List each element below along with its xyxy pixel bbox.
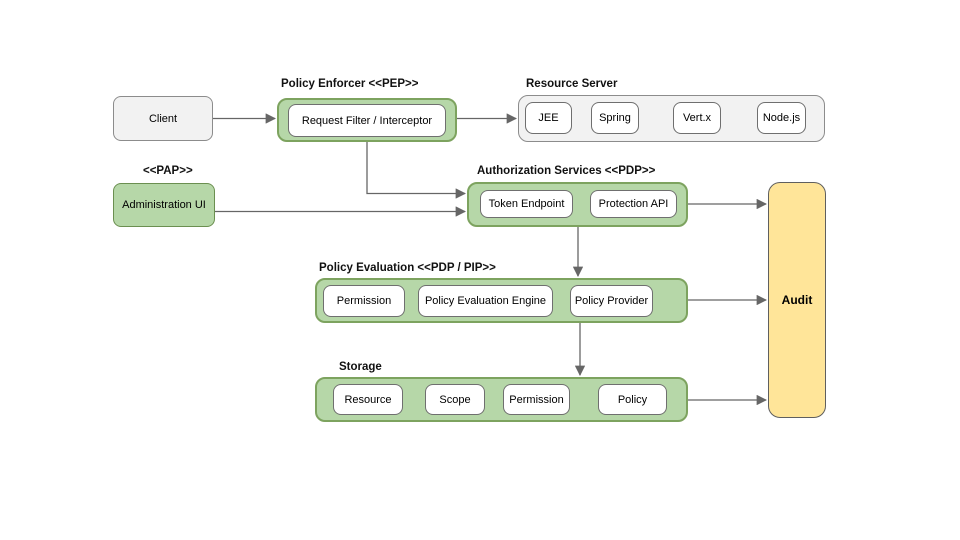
node-request-filter: Request Filter / Interceptor xyxy=(288,104,446,137)
storage-group: Resource Scope Permission Policy xyxy=(315,377,688,422)
resource-server-title: Resource Server xyxy=(526,78,618,90)
arrow-enforcer-to-authz xyxy=(366,142,467,199)
client-node: Client xyxy=(113,96,213,141)
node-storage-permission: Permission xyxy=(503,384,570,415)
node-nodejs: Node.js xyxy=(757,102,806,134)
node-jee: JEE xyxy=(525,102,572,134)
node-storage-resource: Resource xyxy=(333,384,403,415)
policy-evaluation-title: Policy Evaluation <<PDP / PIP>> xyxy=(319,262,496,274)
admin-ui-node: Administration UI xyxy=(113,183,215,227)
node-policy-provider: Policy Provider xyxy=(570,285,653,317)
node-token-endpoint: Token Endpoint xyxy=(480,190,573,218)
policy-enforcer-group: Request Filter / Interceptor xyxy=(277,98,457,142)
node-permission: Permission xyxy=(323,285,405,317)
policy-enforcer-title: Policy Enforcer <<PEP>> xyxy=(281,78,419,90)
storage-title: Storage xyxy=(339,361,382,373)
node-policy-evaluation-engine: Policy Evaluation Engine xyxy=(418,285,553,317)
node-protection-api: Protection API xyxy=(590,190,677,218)
policy-evaluation-group: Permission Policy Evaluation Engine Poli… xyxy=(315,278,688,323)
authorization-services-group: Token Endpoint Protection API xyxy=(467,182,688,227)
audit-node: Audit xyxy=(768,182,826,418)
authorization-services-title: Authorization Services <<PDP>> xyxy=(477,165,656,177)
node-spring: Spring xyxy=(591,102,639,134)
node-storage-scope: Scope xyxy=(425,384,485,415)
pap-title: <<PAP>> xyxy=(143,165,193,177)
node-vertx: Vert.x xyxy=(673,102,721,134)
node-storage-policy: Policy xyxy=(598,384,667,415)
resource-server-group: JEE Spring Vert.x Node.js xyxy=(518,95,825,142)
